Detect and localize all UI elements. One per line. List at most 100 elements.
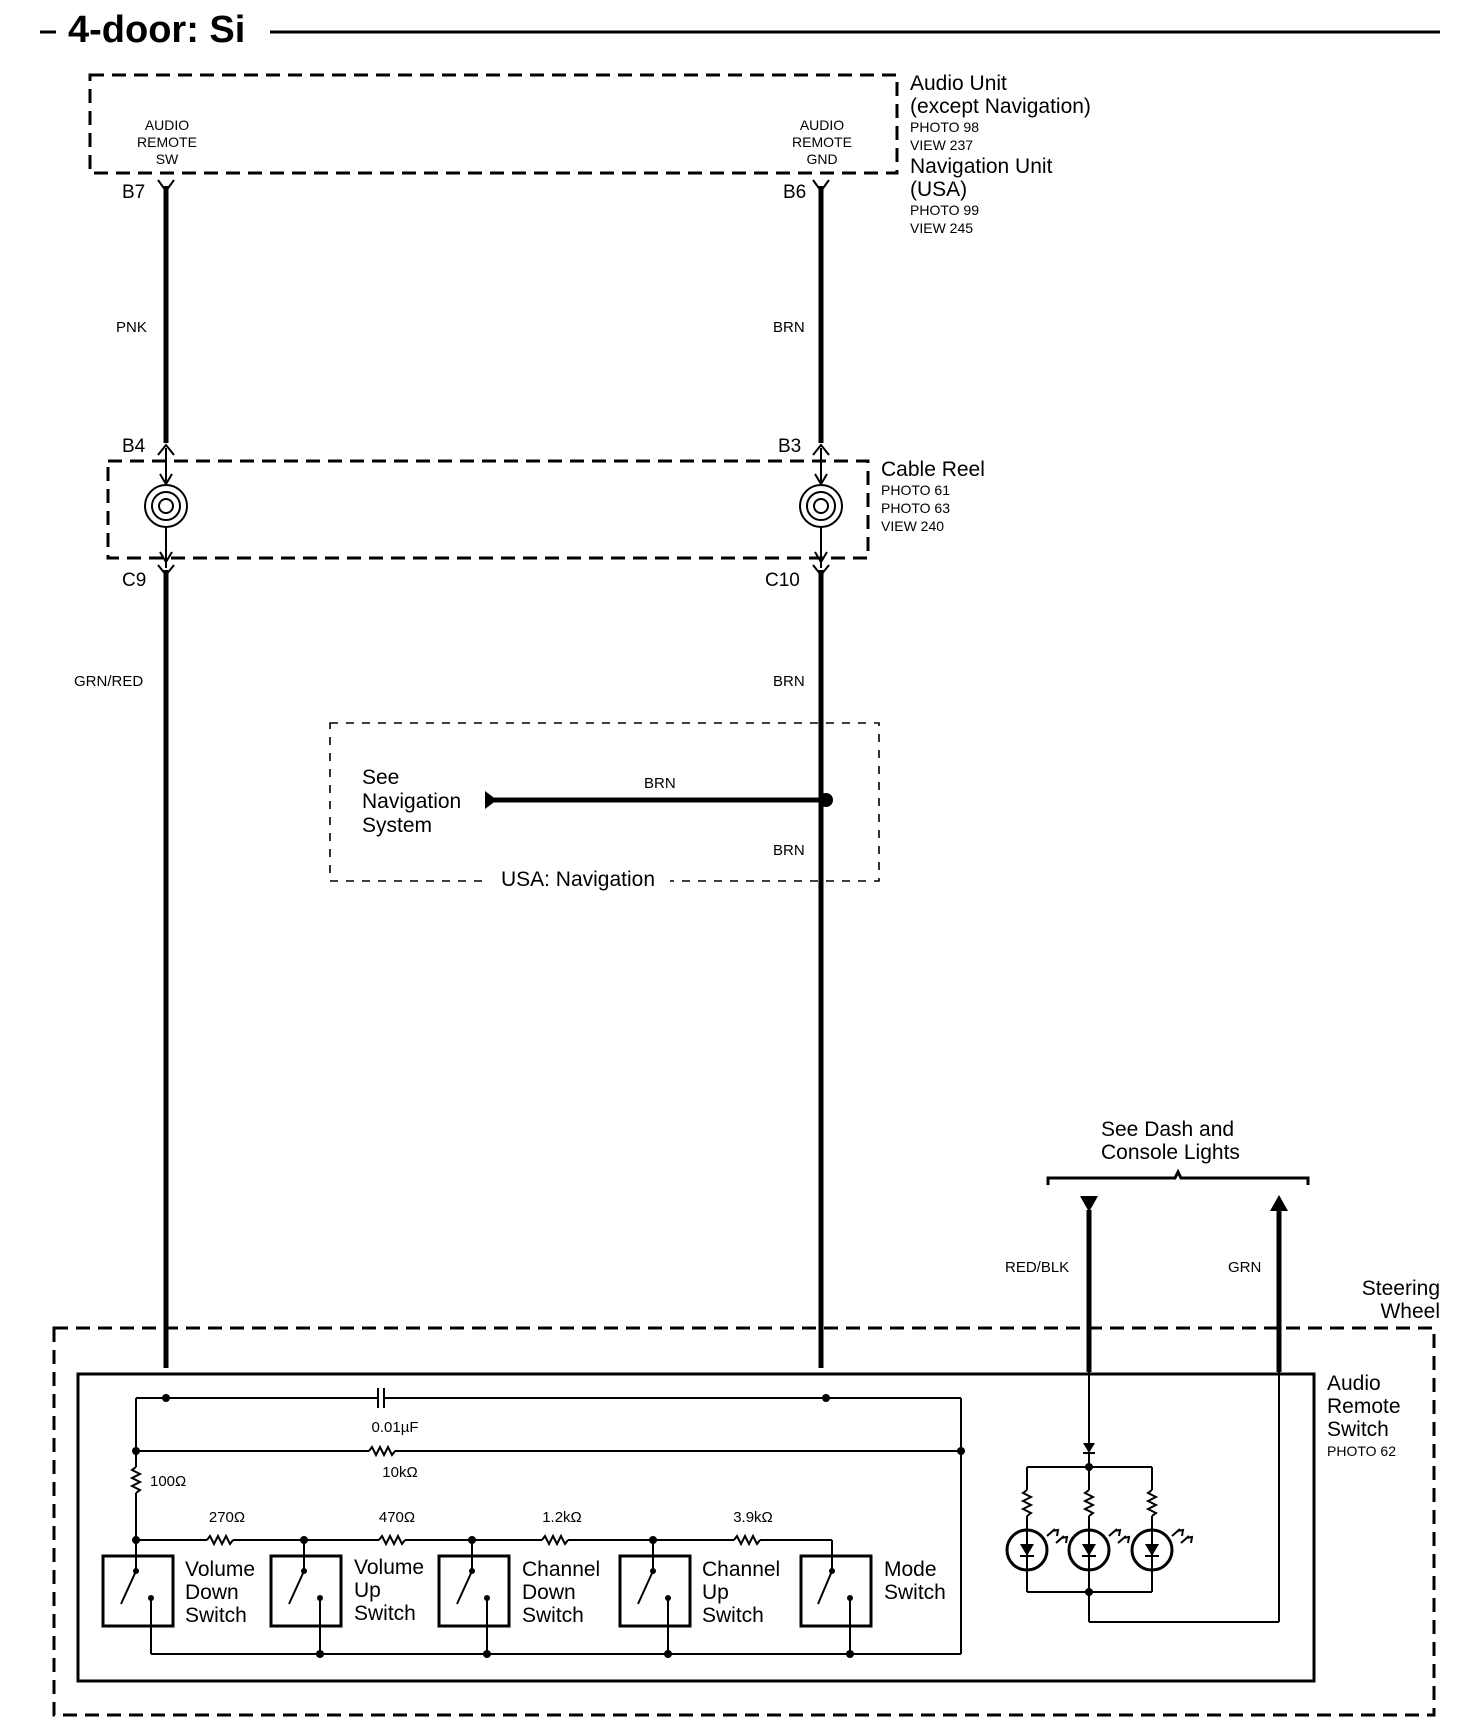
audio-remote-switch-box: [76, 1372, 1316, 1683]
page-title: 4-door: Si: [68, 9, 245, 51]
resistor-1k2-label: 1.2kΩ: [542, 1509, 582, 1526]
svg-text:Audio: Audio: [1327, 1372, 1381, 1395]
svg-text:(except Navigation): (except Navigation): [910, 95, 1091, 118]
svg-text:Channel: Channel: [522, 1558, 600, 1581]
connector-b3: [812, 443, 830, 456]
terminal-audio-remote-gnd: AUDIO REMOTE GND: [792, 117, 852, 167]
grn-arrow-icon: [1270, 1195, 1288, 1211]
svg-text:See: See: [362, 766, 399, 789]
capacitor-label: 0.01µF: [372, 1419, 419, 1436]
wire-grn-red-label: GRN/RED: [74, 673, 143, 690]
cable-reel-label: Cable Reel PHOTO 61 PHOTO 63 VIEW 240: [881, 458, 985, 534]
svg-text:Steering: Steering: [1362, 1277, 1440, 1300]
switch-volume-up-label: Volume Up Switch: [354, 1556, 424, 1625]
svg-text:See Dash and: See Dash and: [1101, 1118, 1234, 1141]
svg-text:Switch: Switch: [354, 1602, 416, 1625]
switch-volume-down: [101, 1540, 175, 1654]
nav-caption-bg: [490, 868, 670, 892]
svg-text:REMOTE: REMOTE: [137, 134, 197, 150]
svg-text:Audio Unit: Audio Unit: [910, 72, 1007, 95]
svg-text:VIEW 240: VIEW 240: [881, 518, 944, 534]
red-blk-arrow-icon: [1080, 1196, 1098, 1212]
svg-text:Down: Down: [522, 1581, 576, 1604]
cable-reel-coil-left: [144, 448, 188, 568]
audio-unit-label: Audio Unit (except Navigation) PHOTO 98 …: [910, 72, 1091, 236]
steering-wheel-label: Steering Wheel: [1362, 1277, 1440, 1323]
svg-text:PHOTO 61: PHOTO 61: [881, 482, 950, 498]
pin-b7-label: B7: [122, 182, 145, 203]
resistor-270-label: 270Ω: [209, 1509, 245, 1526]
svg-text:Volume: Volume: [185, 1558, 255, 1581]
svg-text:Remote: Remote: [1327, 1395, 1401, 1418]
svg-text:Switch: Switch: [1327, 1418, 1389, 1441]
resistor-100-label: 100Ω: [150, 1473, 186, 1490]
switch-volume-up: [269, 1540, 343, 1654]
switch-channel-down: [437, 1540, 511, 1654]
switch-channel-down-label: Channel Down Switch: [522, 1558, 600, 1627]
svg-text:Channel: Channel: [702, 1558, 780, 1581]
switch-volume-down-label: Volume Down Switch: [185, 1558, 255, 1627]
svg-text:Up: Up: [354, 1579, 381, 1602]
see-navigation-system-label: See Navigation System: [362, 766, 461, 837]
audio-unit-box: [88, 73, 899, 175]
cable-reel-coil-right: [799, 448, 843, 568]
resistor-3k9-label: 3.9kΩ: [733, 1509, 773, 1526]
wire-brn-top-label: BRN: [773, 319, 805, 336]
svg-text:Switch: Switch: [522, 1604, 584, 1627]
resistor-10k-label: 10kΩ: [382, 1464, 417, 1481]
pin-c10-label: C10: [765, 570, 800, 591]
pin-b3-label: B3: [778, 436, 801, 457]
switch-mode-label: Mode Switch: [884, 1558, 946, 1604]
svg-text:GND: GND: [806, 151, 837, 167]
svg-text:System: System: [362, 814, 432, 837]
switch-network: [129, 1388, 965, 1658]
illumination-leds: [1005, 1372, 1280, 1623]
svg-text:Up: Up: [702, 1581, 729, 1604]
resistor-470-label: 470Ω: [379, 1509, 415, 1526]
audio-remote-switch-label: Audio Remote Switch PHOTO 62: [1327, 1372, 1401, 1459]
svg-text:AUDIO: AUDIO: [145, 117, 189, 133]
cable-reel-box: [106, 459, 870, 560]
dash-lights-label: See Dash and Console Lights: [1101, 1118, 1240, 1164]
svg-text:PHOTO 62: PHOTO 62: [1327, 1443, 1396, 1459]
svg-text:PHOTO 63: PHOTO 63: [881, 500, 950, 516]
svg-text:Mode: Mode: [884, 1558, 937, 1581]
svg-text:PHOTO 99: PHOTO 99: [910, 202, 979, 218]
svg-text:Console Lights: Console Lights: [1101, 1141, 1240, 1164]
svg-text:Navigation Unit: Navigation Unit: [910, 155, 1053, 178]
wire-pnk-label: PNK: [116, 319, 147, 336]
svg-text:Navigation: Navigation: [362, 790, 461, 813]
svg-text:Switch: Switch: [702, 1604, 764, 1627]
switch-channel-up-label: Channel Up Switch: [702, 1558, 780, 1627]
svg-text:VIEW 237: VIEW 237: [910, 137, 973, 153]
svg-text:(USA): (USA): [910, 178, 967, 201]
svg-text:Down: Down: [185, 1581, 239, 1604]
nav-junction: [819, 793, 833, 807]
terminal-audio-remote-sw: AUDIO REMOTE SW: [137, 117, 197, 167]
svg-text:Switch: Switch: [185, 1604, 247, 1627]
pin-b6-label: B6: [783, 182, 806, 203]
nav-caption: USA: Navigation: [501, 868, 655, 891]
svg-text:REMOTE: REMOTE: [792, 134, 852, 150]
svg-text:Switch: Switch: [884, 1581, 946, 1604]
svg-text:VIEW 245: VIEW 245: [910, 220, 973, 236]
steering-wheel-box: [52, 1326, 1436, 1717]
pin-b4-label: B4: [122, 436, 146, 457]
wire-brn-nav-label: BRN: [644, 775, 676, 792]
wire-grn-label: GRN: [1228, 1259, 1261, 1276]
svg-text:AUDIO: AUDIO: [800, 117, 844, 133]
svg-text:PHOTO 98: PHOTO 98: [910, 119, 979, 135]
svg-text:Volume: Volume: [354, 1556, 424, 1579]
switch-mode: [799, 1540, 873, 1654]
wire-brn-nav-lower-label: BRN: [773, 842, 805, 859]
connector-b4: [157, 443, 175, 456]
dash-lights-bracket: [1046, 1168, 1310, 1185]
wire-brn-mid-label: BRN: [773, 673, 805, 690]
switch-channel-up: [618, 1540, 692, 1654]
pin-c9-label: C9: [122, 570, 146, 591]
wire-red-blk-label: RED/BLK: [1005, 1259, 1069, 1276]
svg-text:Cable Reel: Cable Reel: [881, 458, 985, 481]
svg-text:SW: SW: [156, 151, 179, 167]
svg-text:Wheel: Wheel: [1380, 1300, 1440, 1323]
